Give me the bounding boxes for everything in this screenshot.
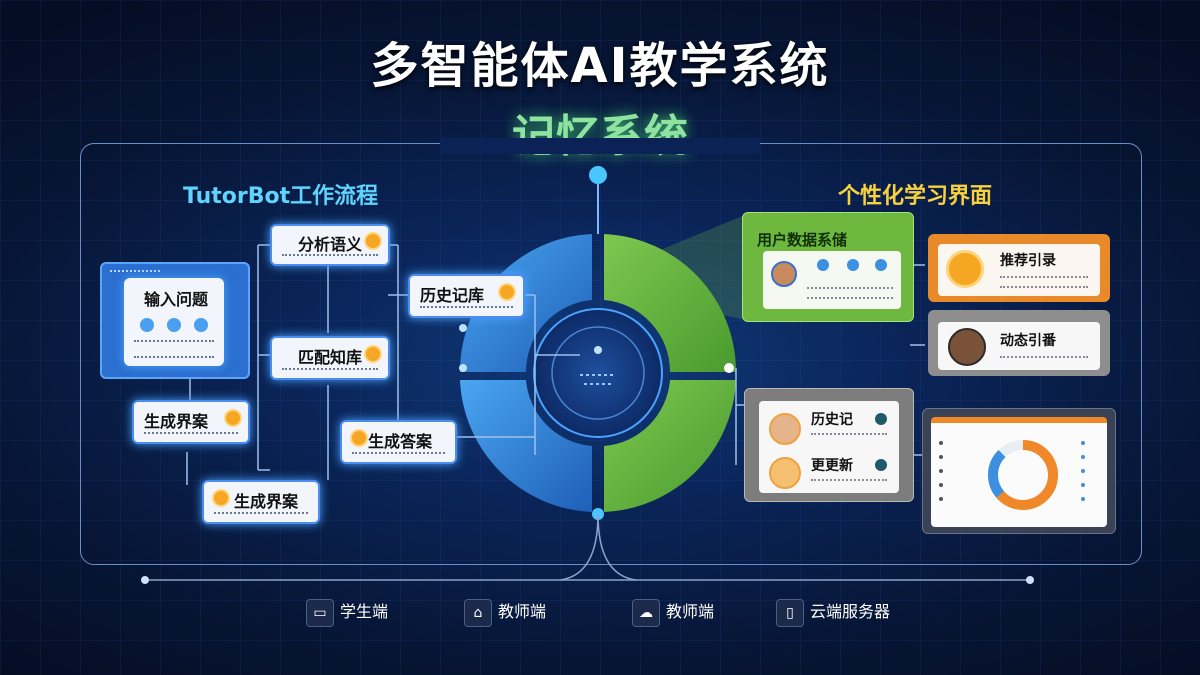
legend-cloud-client[interactable]: ☁ 教师端 bbox=[632, 598, 714, 627]
status-dot-icon bbox=[212, 489, 230, 507]
stat-icon-3 bbox=[875, 259, 887, 271]
left-section-title: TutorBot工作流程 bbox=[183, 184, 379, 209]
dynamic-panel: 动态引番 bbox=[928, 310, 1110, 376]
step-generate-plan-2[interactable]: 生成界案 bbox=[202, 480, 320, 524]
step-label: 匹配知库 bbox=[298, 348, 363, 367]
step-generate-answer[interactable]: 生成答案 bbox=[340, 420, 457, 464]
status-dot-icon bbox=[350, 429, 368, 447]
teacher-avatar bbox=[948, 328, 986, 366]
legend-label: 教师端 bbox=[498, 602, 547, 621]
hub-quadrant-top-left bbox=[459, 234, 592, 372]
recommend-panel: 推荐引录 bbox=[928, 234, 1110, 302]
input-question-label: 输入问题 bbox=[144, 290, 209, 309]
page-title: 多智能体AI教学系统 bbox=[370, 38, 830, 94]
history-card[interactable]: 历史记 更更新 bbox=[759, 401, 899, 493]
update-status-icon bbox=[875, 459, 887, 471]
history-avatar-1 bbox=[769, 413, 801, 445]
cloud-icon: ☁ bbox=[632, 598, 660, 627]
status-dot-icon bbox=[224, 409, 242, 427]
dynamic-card[interactable]: 动态引番 bbox=[938, 322, 1100, 370]
analytics-panel bbox=[922, 408, 1116, 534]
history-status-icon bbox=[875, 413, 887, 425]
analytics-card[interactable] bbox=[931, 417, 1107, 527]
step-label: 生成答案 bbox=[368, 432, 433, 451]
history-panel: 历史记 更更新 bbox=[744, 388, 914, 502]
step-history-store[interactable]: 历史记库 bbox=[408, 274, 525, 318]
step-label: 生成界案 bbox=[144, 412, 209, 431]
user-avatar bbox=[771, 261, 797, 287]
step-generate-plan-1[interactable]: 生成界案 bbox=[132, 400, 250, 444]
recommend-icon bbox=[946, 250, 984, 288]
recommend-card[interactable]: 推荐引录 bbox=[938, 244, 1100, 296]
stat-icon-2 bbox=[847, 259, 859, 271]
legend-label: 云端服务器 bbox=[810, 602, 891, 621]
user-profile-card[interactable] bbox=[763, 251, 901, 309]
step-match-knowledge[interactable]: 匹配知库 bbox=[270, 336, 390, 380]
right-section-title: 个性化学习界面 bbox=[838, 184, 993, 209]
hub-quadrant-bottom-left bbox=[460, 380, 592, 512]
legend-label: 学生端 bbox=[340, 602, 389, 621]
history-label: 历史记 bbox=[811, 412, 853, 428]
recommend-label: 推荐引录 bbox=[1000, 253, 1056, 269]
hub-inner-ring bbox=[551, 326, 645, 420]
legend-label: 教师端 bbox=[666, 602, 715, 621]
step-label: 历史记库 bbox=[420, 286, 485, 305]
legend-cloud-server[interactable]: ▯ 云端服务器 bbox=[776, 598, 890, 627]
option-icon-1 bbox=[140, 318, 154, 332]
status-dot-icon bbox=[364, 232, 382, 250]
legend-teacher-client[interactable]: ⌂ 教师端 bbox=[464, 598, 546, 627]
frame-notch bbox=[440, 138, 760, 154]
hub-top-node bbox=[589, 166, 607, 184]
hub-core bbox=[533, 308, 663, 438]
input-panel: 输入问题 bbox=[100, 262, 250, 379]
update-label: 更更新 bbox=[811, 458, 853, 474]
option-icon-3 bbox=[194, 318, 208, 332]
dynamic-label: 动态引番 bbox=[1000, 333, 1056, 349]
hub-quadrant-bottom-right bbox=[604, 380, 736, 512]
student-device-icon: ▭ bbox=[306, 598, 334, 627]
hub-center-dot bbox=[594, 346, 602, 354]
history-avatar-2 bbox=[769, 457, 801, 489]
step-label: 分析语义 bbox=[298, 235, 363, 254]
step-analyze-semantics[interactable]: 分析语义 bbox=[270, 224, 390, 266]
server-icon: ▯ bbox=[776, 598, 804, 627]
teacher-device-icon: ⌂ bbox=[464, 598, 492, 627]
status-dot-icon bbox=[498, 283, 516, 301]
stat-icon-1 bbox=[817, 259, 829, 271]
user-data-store-label: 用户数据系储 bbox=[757, 231, 848, 249]
legend-student-client[interactable]: ▭ 学生端 bbox=[306, 598, 388, 627]
input-question-card[interactable]: 输入问题 bbox=[124, 278, 224, 366]
step-label: 生成界案 bbox=[234, 492, 299, 511]
analytics-donut-chart bbox=[939, 440, 1085, 510]
user-data-store-panel: 用户数据系储 bbox=[742, 212, 914, 322]
hub-quadrant-top-right bbox=[604, 234, 737, 372]
status-dot-icon bbox=[364, 345, 382, 363]
option-icon-2 bbox=[167, 318, 181, 332]
